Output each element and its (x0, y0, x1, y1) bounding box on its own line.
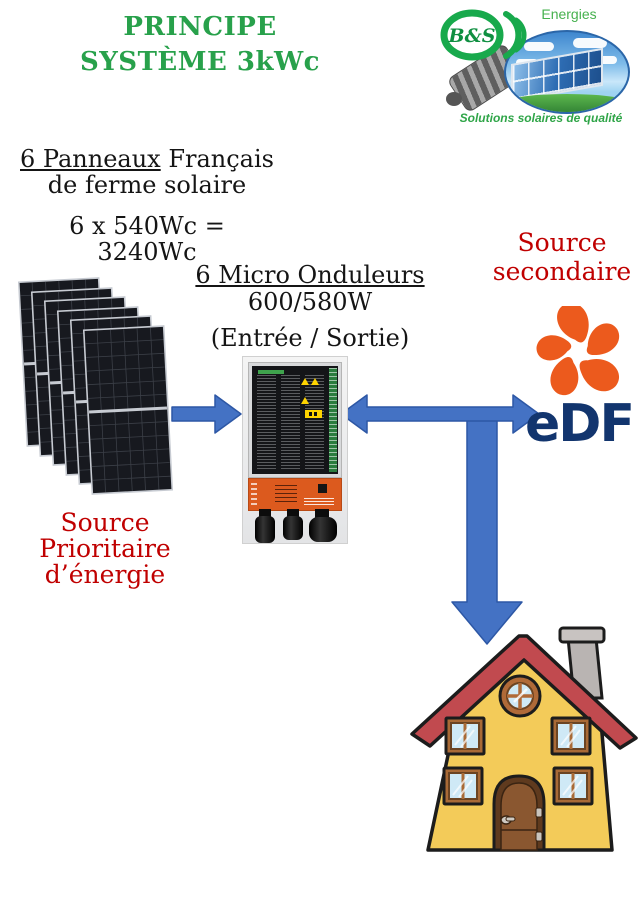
panels-subheading: de ferme solaire (47, 171, 247, 199)
logo-name: Energies (541, 6, 597, 22)
source-secondary-label: Source secondaire (492, 228, 632, 286)
bs-emblem: B&S (440, 9, 527, 61)
arrow-inverter-grid-bidirectional (340, 394, 540, 434)
inverter-green-strip (329, 368, 337, 472)
cloud-icon (573, 37, 608, 48)
solar-panels-illustration (18, 277, 174, 495)
panels-count: 6 Panneaux (20, 145, 161, 173)
edf-flame-icon (536, 306, 620, 396)
cable (287, 509, 299, 517)
inverters-io-label: (Entrée / Sortie) (210, 324, 410, 352)
brand-monogram: B&S (448, 25, 496, 47)
mc4-connector (283, 516, 303, 540)
bulb-illustration (504, 30, 630, 114)
mc4-connector (255, 516, 275, 543)
panels-formula: 6 x 540Wc = 3240Wc (69, 212, 225, 266)
warning-icons (300, 370, 326, 418)
edf-wordmark: eDF (525, 394, 635, 454)
cable (315, 509, 329, 518)
inverters-power: 600/580W (247, 288, 373, 316)
arrow-panels-to-inverter (171, 394, 242, 434)
logo-tagline: Solutions solaires de qualité (459, 111, 623, 125)
arrow-down-to-house (451, 416, 523, 645)
house-illustration (410, 626, 638, 852)
mc4-connector (309, 517, 337, 542)
inverter-orange-strip (248, 478, 342, 511)
inverters-title: 6 Micro Onduleurs (195, 261, 425, 289)
qr-code (318, 484, 327, 493)
title-line-1: PRINCIPE (123, 12, 277, 42)
inverters-heading: 6 Micro Onduleurs 600/580W (Entrée / Sor… (192, 262, 428, 352)
panels-heading: 6 Panneaux Français de ferme solaire 6 x… (18, 146, 276, 265)
inverter-casing (248, 362, 342, 478)
micro-inverter-photo (242, 356, 348, 544)
inverter-spec-label (252, 366, 338, 474)
bulb-screw-tip (446, 92, 462, 106)
panels-origin: Français (168, 145, 274, 173)
cloud-icon (591, 56, 618, 64)
page-title: PRINCIPE SYSTÈME 3kWc (72, 10, 328, 80)
cloud-icon (524, 41, 555, 51)
company-logo: B&S Energies Solutions solaires de quali… (436, 2, 638, 130)
cable (259, 509, 271, 517)
source-priority-label: Source Prioritaire d’énergie (39, 508, 171, 589)
title-line-2: SYSTÈME 3kWc (79, 47, 321, 77)
